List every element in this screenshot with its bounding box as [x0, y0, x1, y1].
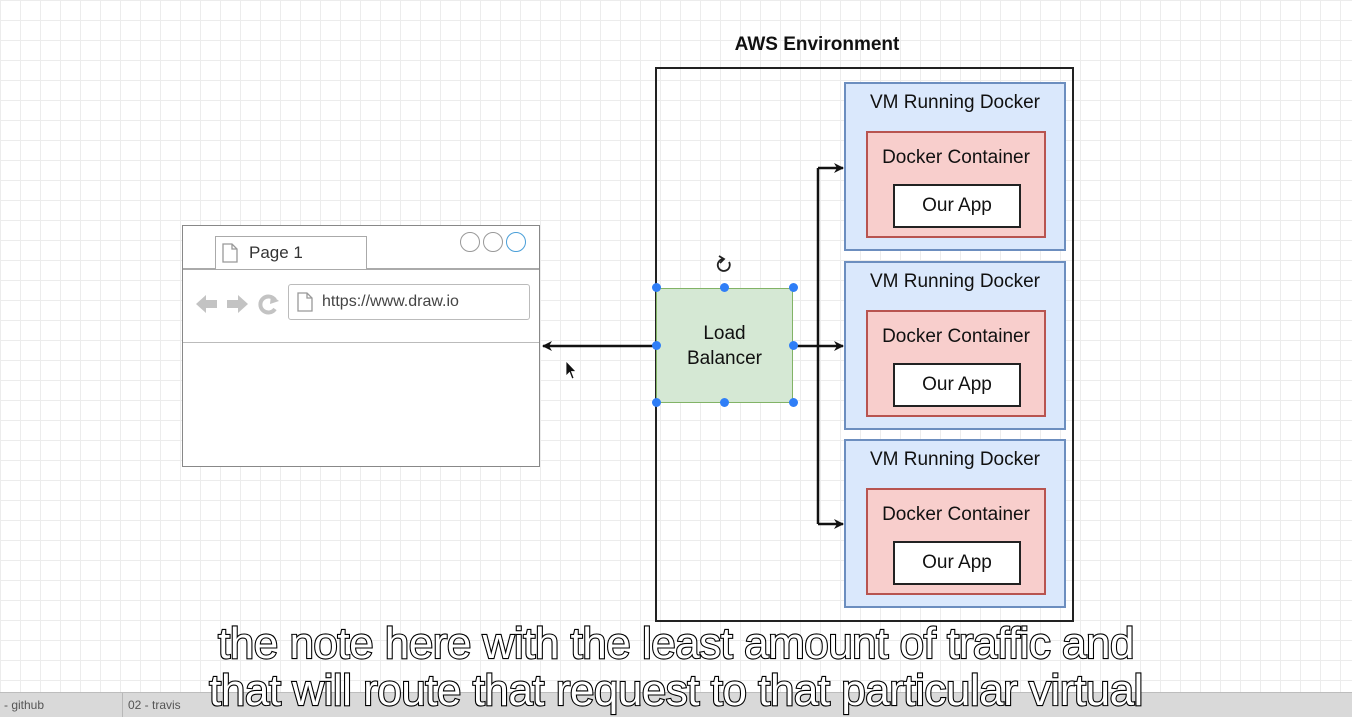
- rotate-handle-icon: [716, 255, 731, 272]
- taskbar-item-github[interactable]: - github: [4, 698, 45, 712]
- selection-handle-bottom-left[interactable]: [652, 398, 661, 407]
- aws-environment-title: AWS Environment: [734, 34, 900, 55]
- mouse-cursor-icon: [565, 360, 577, 380]
- container-label: Docker Container: [882, 147, 1030, 168]
- taskbar: - github 02 - travis: [0, 692, 1352, 717]
- browser-header: Page 1 https://www.draw.io: [183, 226, 539, 343]
- load-balancer-label-line1: Load: [703, 323, 746, 344]
- app-box-1[interactable]: Our App: [893, 184, 1021, 228]
- load-balancer-box[interactable]: Load Balancer: [656, 288, 793, 403]
- selection-handle-top[interactable]: [720, 283, 729, 292]
- taskbar-divider: [122, 693, 123, 717]
- browser-window-shape[interactable]: Page 1 https://www.draw.io: [182, 225, 540, 467]
- window-circle-1-icon: [460, 232, 480, 252]
- container-label: Docker Container: [882, 326, 1030, 347]
- selection-handle-bottom[interactable]: [720, 398, 729, 407]
- container-label: Docker Container: [882, 504, 1030, 525]
- back-arrow-icon: [196, 295, 217, 313]
- selection-handle-right[interactable]: [789, 341, 798, 350]
- docker-container-3[interactable]: Docker Container Our App: [866, 488, 1046, 595]
- page-icon: [222, 243, 238, 263]
- selection-handle-bottom-right[interactable]: [789, 398, 798, 407]
- docker-container-1[interactable]: Docker Container Our App: [866, 131, 1046, 238]
- subtitle-caption: the note here with the least amount of t…: [0, 619, 1352, 715]
- app-box-2[interactable]: Our App: [893, 363, 1021, 407]
- selection-handle-top-right[interactable]: [789, 283, 798, 292]
- page-icon: [297, 292, 313, 312]
- docker-container-2[interactable]: Docker Container Our App: [866, 310, 1046, 417]
- reload-icon: [258, 294, 279, 315]
- nav-buttons: [196, 294, 279, 315]
- url-field[interactable]: https://www.draw.io: [288, 284, 530, 320]
- browser-tab: Page 1: [215, 236, 367, 269]
- window-circle-3-icon: [506, 232, 526, 252]
- selection-handle-top-left[interactable]: [652, 283, 661, 292]
- vm-box-1[interactable]: VM Running Docker Docker Container Our A…: [844, 82, 1066, 251]
- forward-arrow-icon: [227, 295, 248, 313]
- window-circle-2-icon: [483, 232, 503, 252]
- vm-label: VM Running Docker: [869, 92, 1041, 113]
- selection-handle-left[interactable]: [652, 341, 661, 350]
- vm-box-2[interactable]: VM Running Docker Docker Container Our A…: [844, 261, 1066, 430]
- subtitle-line-1: the note here with the least amount of t…: [217, 619, 1136, 668]
- load-balancer-label: Load Balancer: [657, 321, 792, 371]
- vm-label: VM Running Docker: [869, 449, 1041, 470]
- load-balancer-label-line2: Balancer: [687, 348, 762, 369]
- vm-label: VM Running Docker: [869, 271, 1041, 292]
- subtitle-line-2: that will route that request to that par…: [208, 666, 1144, 715]
- url-text: https://www.draw.io: [322, 293, 459, 310]
- taskbar-item-travis[interactable]: 02 - travis: [128, 698, 181, 712]
- vm-box-3[interactable]: VM Running Docker Docker Container Our A…: [844, 439, 1066, 608]
- app-box-3[interactable]: Our App: [893, 541, 1021, 585]
- browser-tab-label: Page 1: [249, 243, 303, 262]
